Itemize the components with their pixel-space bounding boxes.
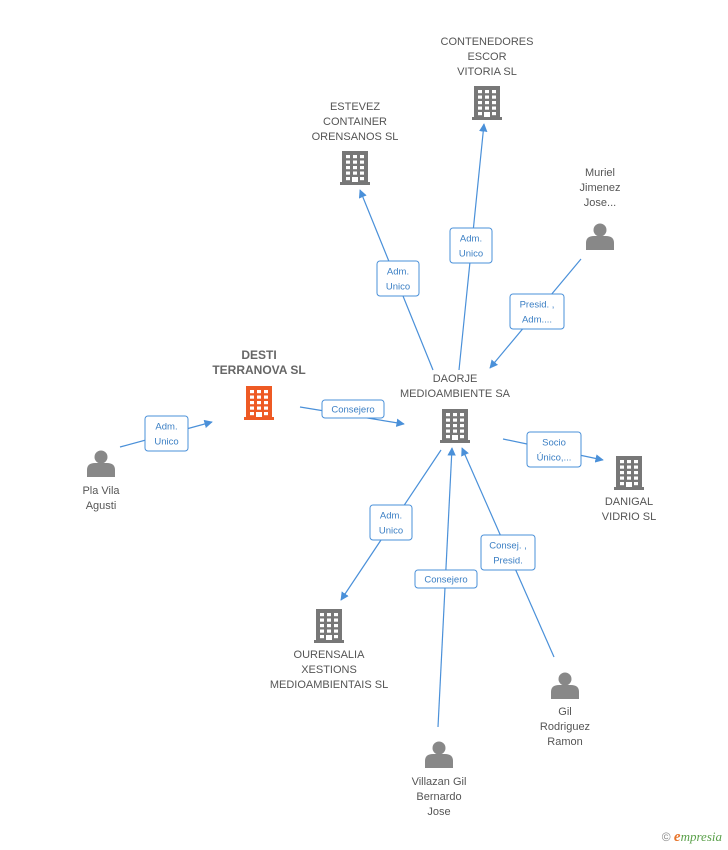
node-label: ESCOR bbox=[467, 51, 506, 63]
node-label: XESTIONS bbox=[301, 664, 357, 676]
edge-label-box[interactable] bbox=[321, 399, 385, 419]
node-label: ESTEVEZ bbox=[330, 101, 380, 113]
edge-gil-daorje[interactable]: Consej. , Presid. bbox=[461, 447, 555, 658]
person-icon bbox=[586, 223, 614, 250]
node-label: Agusti bbox=[86, 500, 117, 512]
node-label: Rodriguez bbox=[540, 721, 590, 733]
brand-logo: empresia bbox=[673, 829, 722, 845]
person-icon bbox=[425, 741, 453, 768]
node-estevez[interactable]: ESTEVEZ CONTAINER ORENSANOS SL bbox=[312, 101, 399, 185]
node-label: Jimenez bbox=[580, 182, 621, 194]
node-danigal[interactable]: DANIGAL VIDRIO SL bbox=[602, 456, 656, 523]
node-label: CONTENEDORES bbox=[441, 36, 534, 48]
node-label: DESTI bbox=[241, 348, 276, 362]
copyright-symbol: © bbox=[661, 830, 671, 844]
edge-label-box[interactable] bbox=[369, 504, 413, 541]
edge-label-text: Consejero bbox=[424, 575, 467, 586]
node-label: CONTAINER bbox=[323, 116, 387, 128]
edge-villazan-daorje[interactable]: Consejero bbox=[414, 447, 478, 728]
edge-muriel-daorje[interactable]: Presid. , Adm.... bbox=[489, 258, 582, 369]
node-label: Villazan Gil bbox=[412, 776, 467, 788]
node-label: VITORIA SL bbox=[457, 66, 517, 78]
building-icon bbox=[314, 609, 344, 643]
edge-label-text: Adm. bbox=[380, 511, 402, 522]
node-ourensalia[interactable]: OURENSALIA XESTIONS MEDIOAMBIENTAIS SL bbox=[270, 609, 388, 691]
edge-label-box[interactable] bbox=[414, 569, 478, 589]
empresia-watermark: © empresia bbox=[662, 829, 722, 846]
edge-label-text: Socio bbox=[542, 438, 566, 449]
edge-label-text: Unico bbox=[459, 249, 483, 260]
person-icon bbox=[87, 450, 115, 477]
node-muriel[interactable]: MurielJimenezJose... bbox=[580, 167, 621, 250]
edge-pla-desti[interactable]: Adm. Unico bbox=[119, 415, 213, 452]
node-label: VIDRIO SL bbox=[602, 511, 656, 523]
edge-label-text: Consejero bbox=[331, 405, 374, 416]
edge-label-box[interactable] bbox=[509, 293, 565, 330]
building-icon bbox=[244, 386, 274, 420]
building-icon bbox=[472, 86, 502, 120]
building-icon bbox=[614, 456, 644, 490]
edge-label-text: Consej. , bbox=[489, 541, 527, 552]
edge-label-box[interactable] bbox=[480, 534, 536, 571]
edge-daorje-estevez[interactable]: Adm. Unico bbox=[358, 189, 434, 371]
edge-label-text: Adm. bbox=[387, 267, 409, 278]
node-daorje[interactable]: DAORJE MEDIOAMBIENTE SA bbox=[400, 373, 511, 443]
edge-label-box[interactable] bbox=[376, 260, 420, 297]
edge-desti-daorje[interactable]: Consejero bbox=[299, 399, 405, 427]
edge-label-box[interactable] bbox=[526, 431, 582, 468]
edge-label-text: Adm.... bbox=[522, 315, 552, 326]
person-icon bbox=[551, 672, 579, 699]
edge-label-text: Unico bbox=[379, 526, 403, 537]
node-label: OURENSALIA bbox=[294, 649, 366, 661]
node-label: Muriel bbox=[585, 167, 615, 179]
node-label: DANIGAL bbox=[605, 496, 653, 508]
node-label: MEDIOAMBIENTE SA bbox=[400, 388, 511, 400]
edge-label-text: Unico bbox=[386, 282, 410, 293]
node-label: Jose... bbox=[584, 197, 616, 209]
edge-daorje-ourensalia[interactable]: Adm. Unico bbox=[340, 449, 442, 601]
edge-label-text: Presid. , bbox=[520, 300, 555, 311]
node-label: MEDIOAMBIENTAIS SL bbox=[270, 679, 388, 691]
node-contenedores[interactable]: CONTENEDORES ESCOR VITORIA SL bbox=[441, 36, 534, 120]
edge-label-box[interactable] bbox=[144, 415, 189, 452]
edge-label-text: Presid. bbox=[493, 556, 523, 567]
node-label: DAORJE bbox=[433, 373, 478, 385]
node-label: Gil bbox=[558, 706, 571, 718]
edge-label-text: Adm. bbox=[155, 422, 177, 433]
building-icon bbox=[340, 151, 370, 185]
node-label: Pla Vila bbox=[82, 485, 120, 497]
edge-label-text: Adm. bbox=[460, 234, 482, 245]
node-label: ORENSANOS SL bbox=[312, 131, 399, 143]
node-label: TERRANOVA SL bbox=[212, 363, 305, 377]
building-icon bbox=[440, 409, 470, 443]
node-label: Jose bbox=[427, 806, 450, 818]
edges-layer: Adm.UnicoConsejeroAdm.UnicoAdm.UnicoPres… bbox=[119, 123, 604, 728]
edge-label-box[interactable] bbox=[449, 227, 493, 264]
edge-daorje-danigal[interactable]: SocioÚnico,... bbox=[502, 431, 604, 468]
edge-daorje-contenedores[interactable]: Adm. Unico bbox=[449, 123, 493, 371]
edge-label-text: Único,... bbox=[537, 453, 572, 464]
node-label: Bernardo bbox=[416, 791, 461, 803]
node-label: Ramon bbox=[547, 736, 582, 748]
edge-label-text: Unico bbox=[154, 437, 178, 448]
